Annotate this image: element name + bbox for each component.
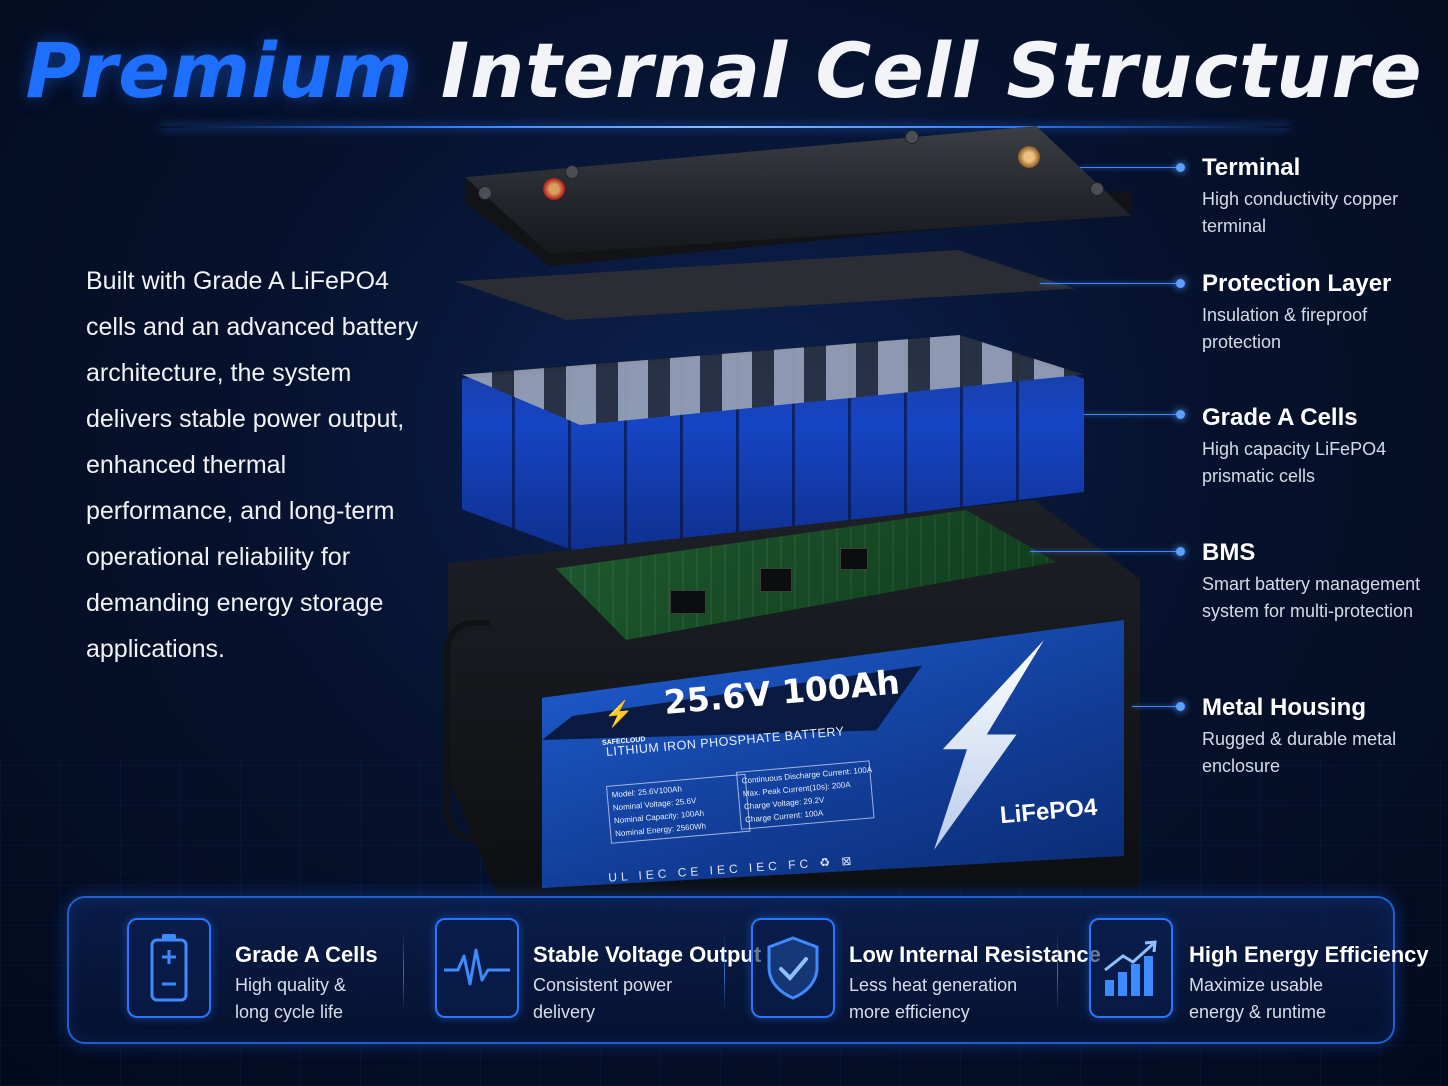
bar-growth-icon (1089, 918, 1173, 1018)
negative-terminal (543, 178, 565, 200)
callout-bms: BMS Smart battery management system for … (1202, 538, 1432, 625)
cell-divider (1015, 335, 1019, 553)
leader-terminal (1080, 163, 1185, 172)
bms-chip (760, 568, 792, 592)
cell-divider (735, 335, 739, 553)
callout-desc: Smart battery management system for mult… (1202, 574, 1421, 621)
cell-divider (791, 335, 795, 553)
spec-table-left: Model: 25.6V100Ah Nominal Voltage: 25.6V… (606, 773, 751, 844)
cell-divider (903, 335, 907, 553)
callout-protection-layer: Protection Layer Insulation & fireproof … (1202, 269, 1432, 356)
feature-title: Stable Voltage Output (533, 942, 762, 967)
callout-grade-a-cells: Grade A Cells High capacity LiFePO4 pris… (1202, 403, 1432, 490)
leader-bms (1030, 547, 1185, 556)
title-highlight: Premium (25, 26, 414, 115)
cell-divider (511, 335, 515, 553)
bms-chip (670, 590, 706, 614)
pulse-icon (435, 918, 519, 1018)
leader-housing (1132, 702, 1185, 711)
title-underline (160, 126, 1290, 128)
callout-desc: Insulation & fireproof protection (1202, 305, 1368, 352)
callout-terminal: Terminal High conductivity copper termin… (1202, 153, 1432, 240)
cell-divider (623, 335, 627, 553)
lid-screw (1090, 182, 1104, 196)
feature-bar: Grade A Cells High quality & long cycle … (67, 896, 1429, 1044)
feature-title: High Energy Efficiency (1189, 942, 1429, 967)
feature-desc: Maximize usable energy & runtime (1189, 975, 1327, 1022)
feature-divider (724, 932, 725, 1012)
page-title: Premium Internal Cell Structure (0, 26, 1448, 115)
lid-screw (565, 165, 579, 179)
lid-screw (905, 130, 919, 144)
spec-table-right: Continuous Discharge Current: 100A Max. … (736, 760, 875, 830)
feature-desc: Less heat generation more efficiency (849, 975, 1018, 1022)
callout-title: Terminal (1202, 154, 1301, 181)
intro-paragraph: Built with Grade A LiFePO4 cells and an … (86, 267, 419, 663)
case-handle (444, 620, 490, 842)
cell-divider (567, 335, 571, 553)
leader-protection (1040, 279, 1185, 288)
bms-chip (840, 548, 868, 570)
feature-title: Grade A Cells (235, 942, 378, 967)
cell-divider (847, 335, 851, 553)
callout-desc: High capacity LiFePO4 prismatic cells (1202, 439, 1387, 486)
callout-desc: High conductivity copper terminal (1202, 189, 1399, 236)
callout-title: Grade A Cells (1202, 404, 1358, 431)
callout-desc: Rugged & durable metal enclosure (1202, 729, 1397, 776)
callout-title: Protection Layer (1202, 270, 1392, 297)
cell-divider (679, 335, 683, 553)
feature-desc: High quality & long cycle life (235, 975, 347, 1022)
callout-title: Metal Housing (1202, 694, 1367, 721)
feature-divider (1057, 932, 1058, 1012)
positive-terminal (1018, 146, 1040, 168)
brand-logo-icon: ⚡ (602, 699, 636, 730)
lid-screw (478, 186, 492, 200)
battery-icon (127, 918, 211, 1018)
callout-title: BMS (1202, 539, 1256, 566)
title-main: Internal Cell Structure (440, 26, 1423, 115)
cell-divider (959, 335, 963, 553)
feature-title: Low Internal Resistance (849, 942, 1101, 967)
shield-check-icon (751, 918, 835, 1018)
feature-divider (403, 932, 404, 1012)
feature-desc: Consistent power delivery (533, 975, 673, 1022)
callout-metal-housing: Metal Housing Rugged & durable metal enc… (1202, 693, 1432, 780)
leader-cells (1084, 410, 1185, 419)
